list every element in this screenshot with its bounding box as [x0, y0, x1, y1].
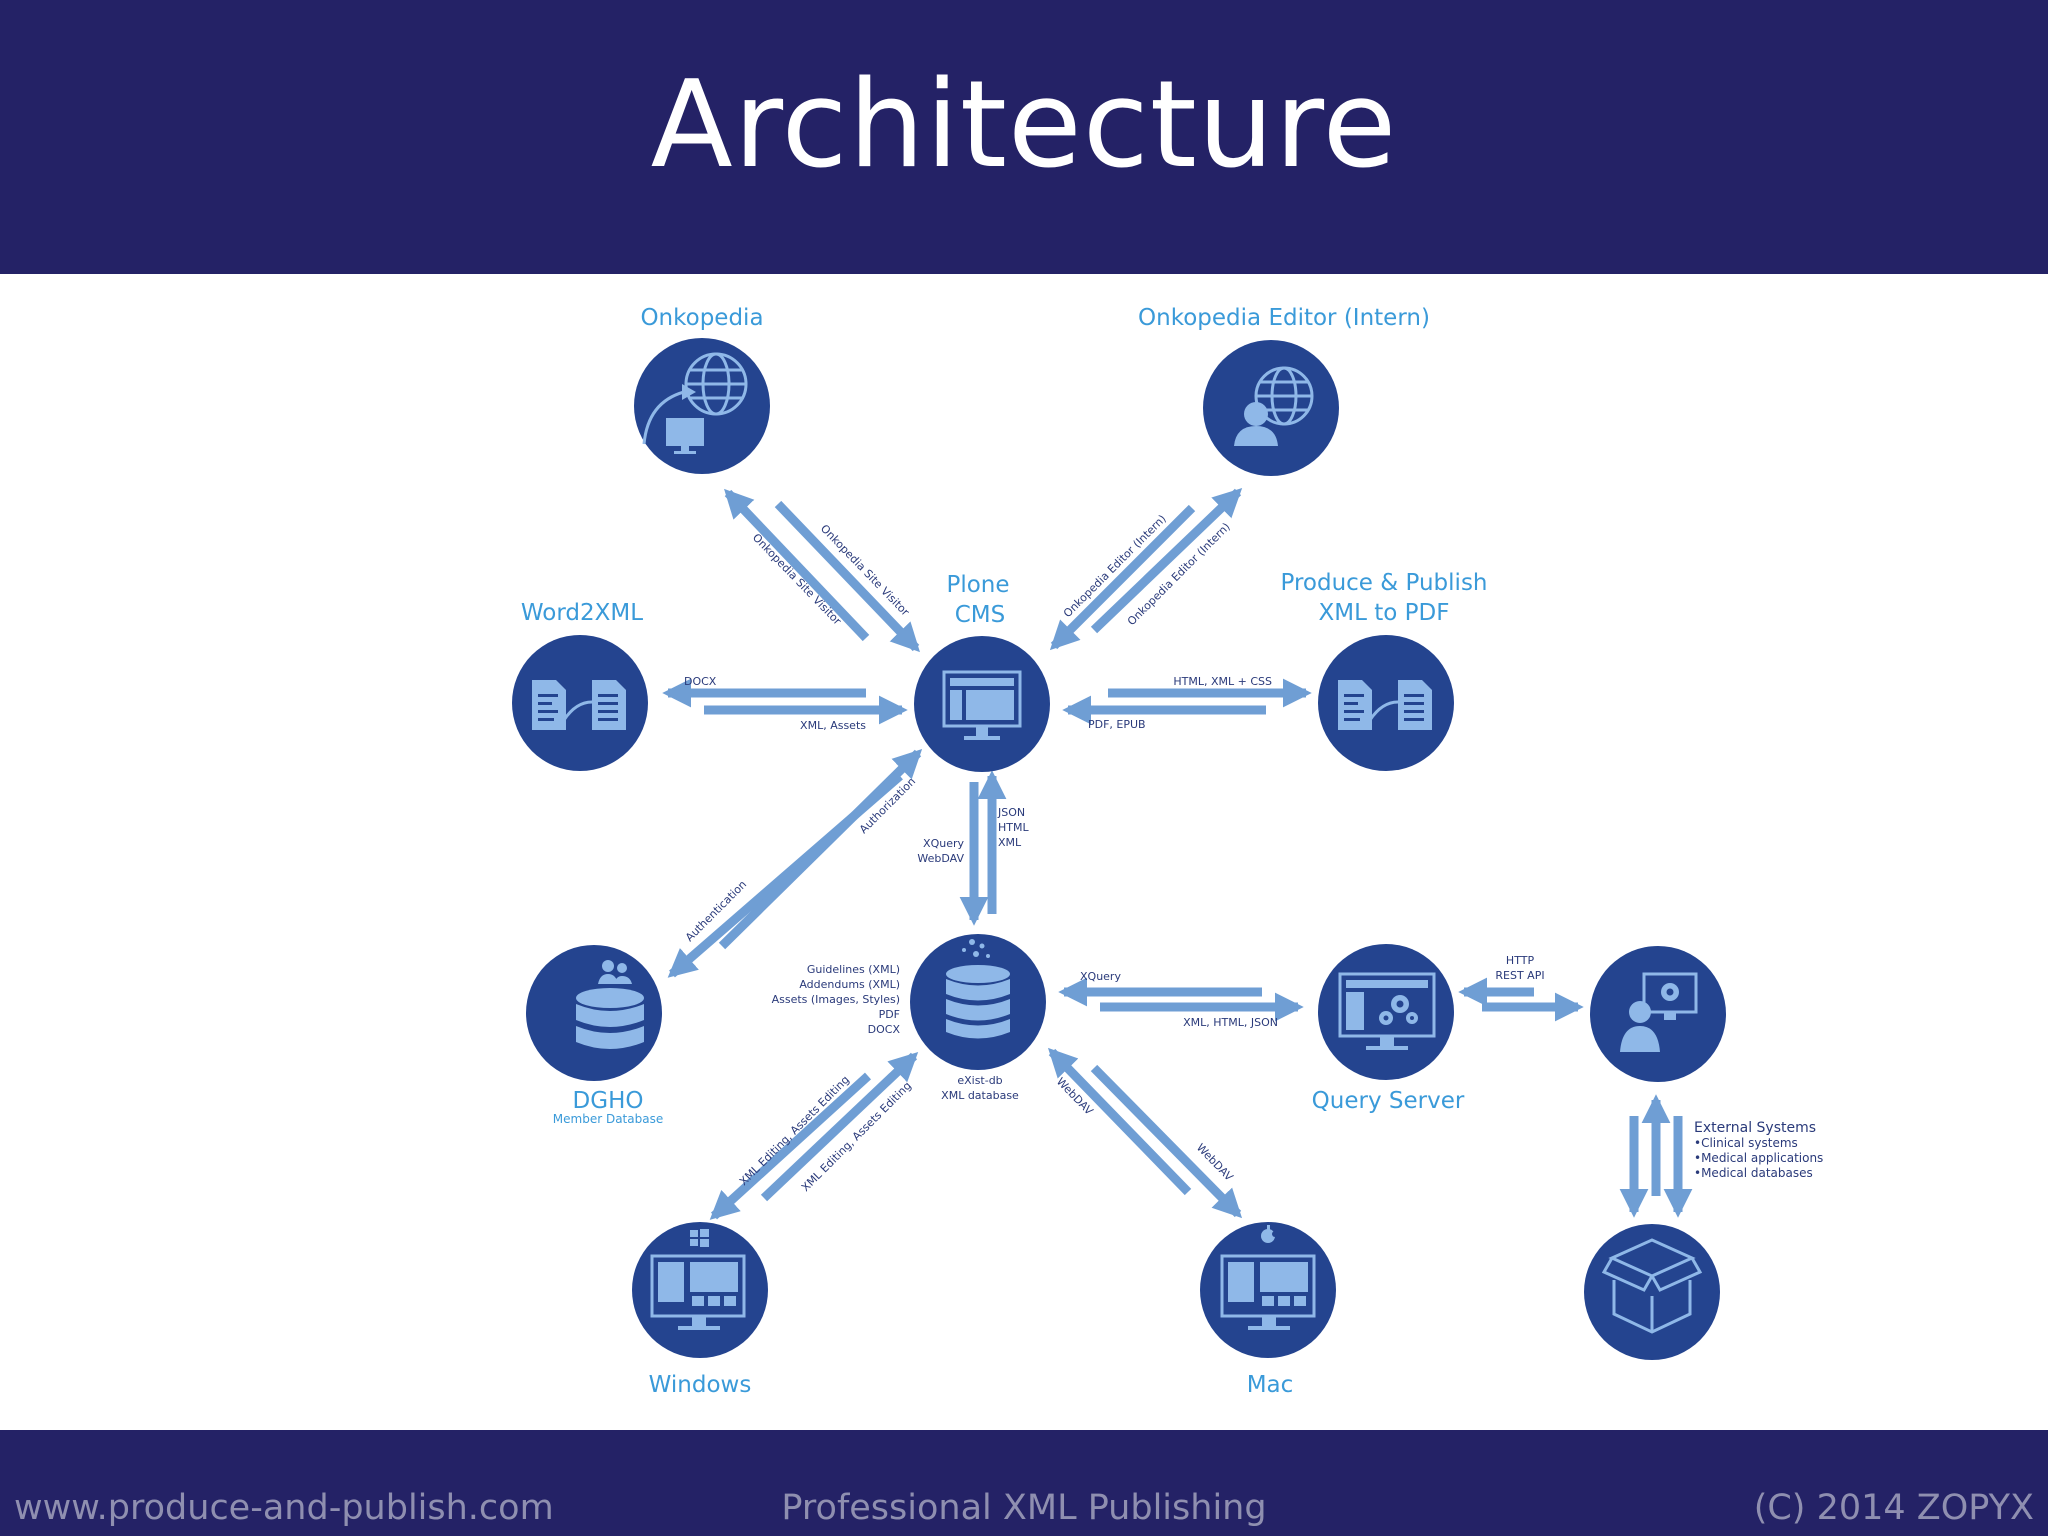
node-queryserver: Query Server	[1312, 944, 1465, 1114]
arrow-onkopedia-to-plone	[774, 500, 920, 653]
node-subtitle: Member Database	[553, 1112, 663, 1126]
edge-plone-existdb: XQuery WebDAV JSON HTML XML	[917, 770, 1029, 926]
arrow-windows-to-existdb	[760, 1052, 919, 1202]
node-subtitle: XML database	[941, 1089, 1019, 1102]
edge-label: XML, Assets	[800, 719, 866, 732]
footer-bar	[0, 1430, 2048, 1536]
arrow-existdb-to-mac	[1090, 1064, 1243, 1219]
footer-website: www.produce-and-publish.com	[14, 1488, 554, 1528]
edge-label: Onkopedia Site Visitor	[750, 531, 844, 628]
node-title: Produce & Publish	[1281, 570, 1488, 596]
exist-content-item: Guidelines (XML)	[807, 963, 900, 976]
node-title: Windows	[649, 1372, 752, 1398]
arrow-existdb-to-windows	[709, 1072, 872, 1220]
exist-content-item: Assets (Images, Styles)	[772, 993, 900, 1006]
edge-external-dropbox	[1619, 1094, 1693, 1218]
node-word2xml: Word2XML	[512, 600, 648, 771]
edge-dgho-plone: Authentication Authorization	[667, 748, 923, 978]
header-bar: Architecture	[0, 0, 2048, 274]
edge-label: XQuery	[1080, 970, 1121, 983]
database-icon	[946, 939, 1010, 1039]
exist-content-item: DOCX	[868, 1023, 901, 1036]
node-editor: Onkopedia Editor (Intern)	[1138, 305, 1430, 476]
monitor-gears-icon	[1338, 972, 1436, 1050]
node-title: XML to PDF	[1319, 600, 1450, 626]
node-existdb: Guidelines (XML) Addendums (XML) Assets …	[772, 934, 1046, 1102]
edge-label: WebDAV	[917, 852, 964, 865]
exist-contents-list: Guidelines (XML) Addendums (XML) Assets …	[772, 963, 901, 1036]
node-title: Word2XML	[521, 600, 643, 626]
document-convert-icon	[1338, 680, 1432, 730]
node-title: DGHO	[573, 1088, 644, 1114]
edge-word2xml-plone: DOCX XML, Assets	[662, 675, 908, 732]
footer-copyright: (C) 2014 ZOPYX	[1753, 1488, 2034, 1528]
edge-label: HTML	[998, 821, 1029, 834]
arrow-plone-to-onkopedia	[724, 488, 870, 642]
edge-label: REST API	[1495, 969, 1544, 982]
edge-label: JSON	[997, 806, 1025, 819]
dropbox-icon	[1601, 1238, 1703, 1334]
node-circle	[1203, 340, 1339, 476]
edge-label: XML	[998, 836, 1022, 849]
node-title: Plone	[946, 572, 1009, 598]
edge-plone-produce: HTML, XML + CSS PDF, EPUB	[1062, 675, 1312, 731]
external-systems-title: External Systems	[1694, 1120, 1816, 1136]
database-users-icon	[576, 960, 644, 1049]
globe-monitor-icon	[642, 352, 748, 454]
globe-user-icon	[1234, 366, 1314, 446]
apple-desktop-icon	[1220, 1225, 1316, 1330]
edge-windows-existdb: XML Editing, Assets Editing XML Editing,…	[709, 1052, 919, 1220]
node-external-user	[1590, 946, 1726, 1082]
exist-content-item: PDF	[879, 1008, 900, 1021]
node-title: Mac	[1247, 1372, 1294, 1398]
node-title: Onkopedia	[640, 305, 763, 331]
node-subtitle: eXist-db	[957, 1074, 1002, 1087]
edge-label: HTTP	[1506, 954, 1535, 967]
node-external-box	[1584, 1224, 1720, 1360]
arrow-mac-to-existdb	[1047, 1047, 1192, 1196]
edge-existdb-mac: WebDAV WebDAV	[1047, 1047, 1243, 1219]
external-system-item: •Clinical systems	[1694, 1136, 1798, 1150]
node-dgho: DGHO Member Database	[526, 945, 663, 1126]
node-title: Onkopedia Editor (Intern)	[1138, 305, 1430, 331]
node-circle	[1590, 946, 1726, 1082]
node-circle	[910, 934, 1046, 1070]
edge-onkopedia-plone: Onkopedia Site Visitor Onkopedia Site Vi…	[724, 488, 920, 653]
user-monitor-gear-icon	[1620, 972, 1698, 1052]
external-systems-list: External Systems •Clinical systems •Medi…	[1694, 1120, 1823, 1180]
node-windows: Windows	[632, 1222, 768, 1398]
edge-existdb-queryserver: XQuery XML, HTML, JSON	[1058, 970, 1304, 1029]
edge-label: PDF, EPUB	[1088, 718, 1146, 731]
edge-label: DOCX	[684, 675, 717, 688]
document-convert-icon	[532, 680, 626, 730]
edge-label: XQuery	[923, 837, 964, 850]
node-circle	[1318, 635, 1454, 771]
node-circle	[512, 635, 648, 771]
node-circle	[1584, 1224, 1720, 1360]
arrow-editor-to-plone	[1049, 504, 1196, 651]
node-plone: Plone CMS	[914, 572, 1050, 772]
node-mac: Mac	[1200, 1222, 1336, 1398]
page-title: Architecture	[650, 56, 1398, 195]
node-title: CMS	[955, 602, 1006, 628]
node-onkopedia: Onkopedia	[634, 305, 770, 474]
edge-label: XML Editing, Assets Editing	[799, 1079, 914, 1194]
monitor-icon	[942, 670, 1022, 740]
node-produce: Produce & Publish XML to PDF	[1281, 570, 1488, 771]
footer-tagline: Professional XML Publishing	[781, 1488, 1267, 1528]
arrow-dgho-to-plone	[718, 748, 923, 950]
arrow-plone-to-editor	[1090, 488, 1243, 634]
edge-queryserver-external: HTTP REST API	[1458, 954, 1584, 1022]
edge-label: HTML, XML + CSS	[1173, 675, 1272, 688]
windows-desktop-icon	[650, 1229, 746, 1330]
architecture-diagram: Onkopedia Site Visitor Onkopedia Site Vi…	[512, 305, 1823, 1398]
external-system-item: •Medical databases	[1694, 1166, 1813, 1180]
exist-content-item: Addendums (XML)	[799, 978, 900, 991]
edge-editor-plone: Onkopedia Editor (Intern) Onkopedia Edit…	[1049, 488, 1243, 651]
edge-label: XML, HTML, JSON	[1183, 1016, 1278, 1029]
node-title: Query Server	[1312, 1088, 1465, 1114]
external-system-item: •Medical applications	[1694, 1151, 1823, 1165]
